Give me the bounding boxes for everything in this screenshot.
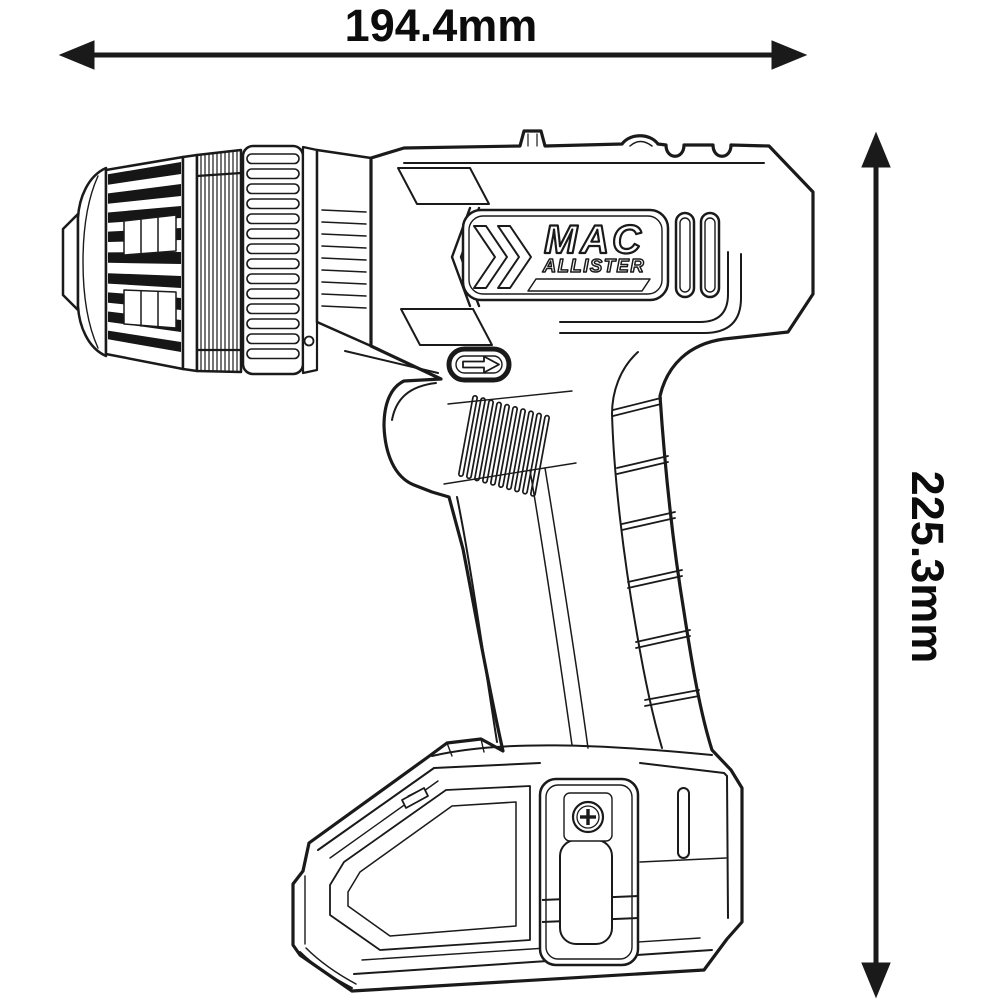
brand-chevron-icon	[497, 225, 532, 289]
drill-chuck	[61, 144, 373, 376]
handle-details	[443, 351, 700, 749]
battery-pack	[299, 738, 729, 989]
belt-clip-screw-icon	[571, 800, 605, 834]
body-vent-slots	[674, 211, 721, 299]
height-arrow-up-icon	[861, 131, 891, 168]
brand-line2-text: ALLISTER	[542, 255, 645, 276]
drill-body-details	[344, 133, 765, 374]
brand-line1-text: MAC	[544, 218, 644, 262]
forward-arrow-icon	[462, 355, 500, 374]
width-dimension-label: 194.4mm	[344, 0, 538, 51]
belt-clip	[538, 777, 640, 967]
height-dimension-arrow	[861, 131, 891, 999]
brand-chevron-icon	[473, 225, 508, 289]
trigger	[391, 382, 437, 421]
width-dimension-arrow	[58, 40, 808, 70]
height-arrow-down-icon	[861, 962, 891, 999]
forward-reverse-button	[446, 346, 512, 383]
width-arrow-right-icon	[771, 40, 808, 70]
width-arrow-left-icon	[58, 40, 95, 70]
chuck-tip	[61, 212, 80, 312]
brand-logo-plate: MAC ALLISTER	[461, 208, 721, 302]
